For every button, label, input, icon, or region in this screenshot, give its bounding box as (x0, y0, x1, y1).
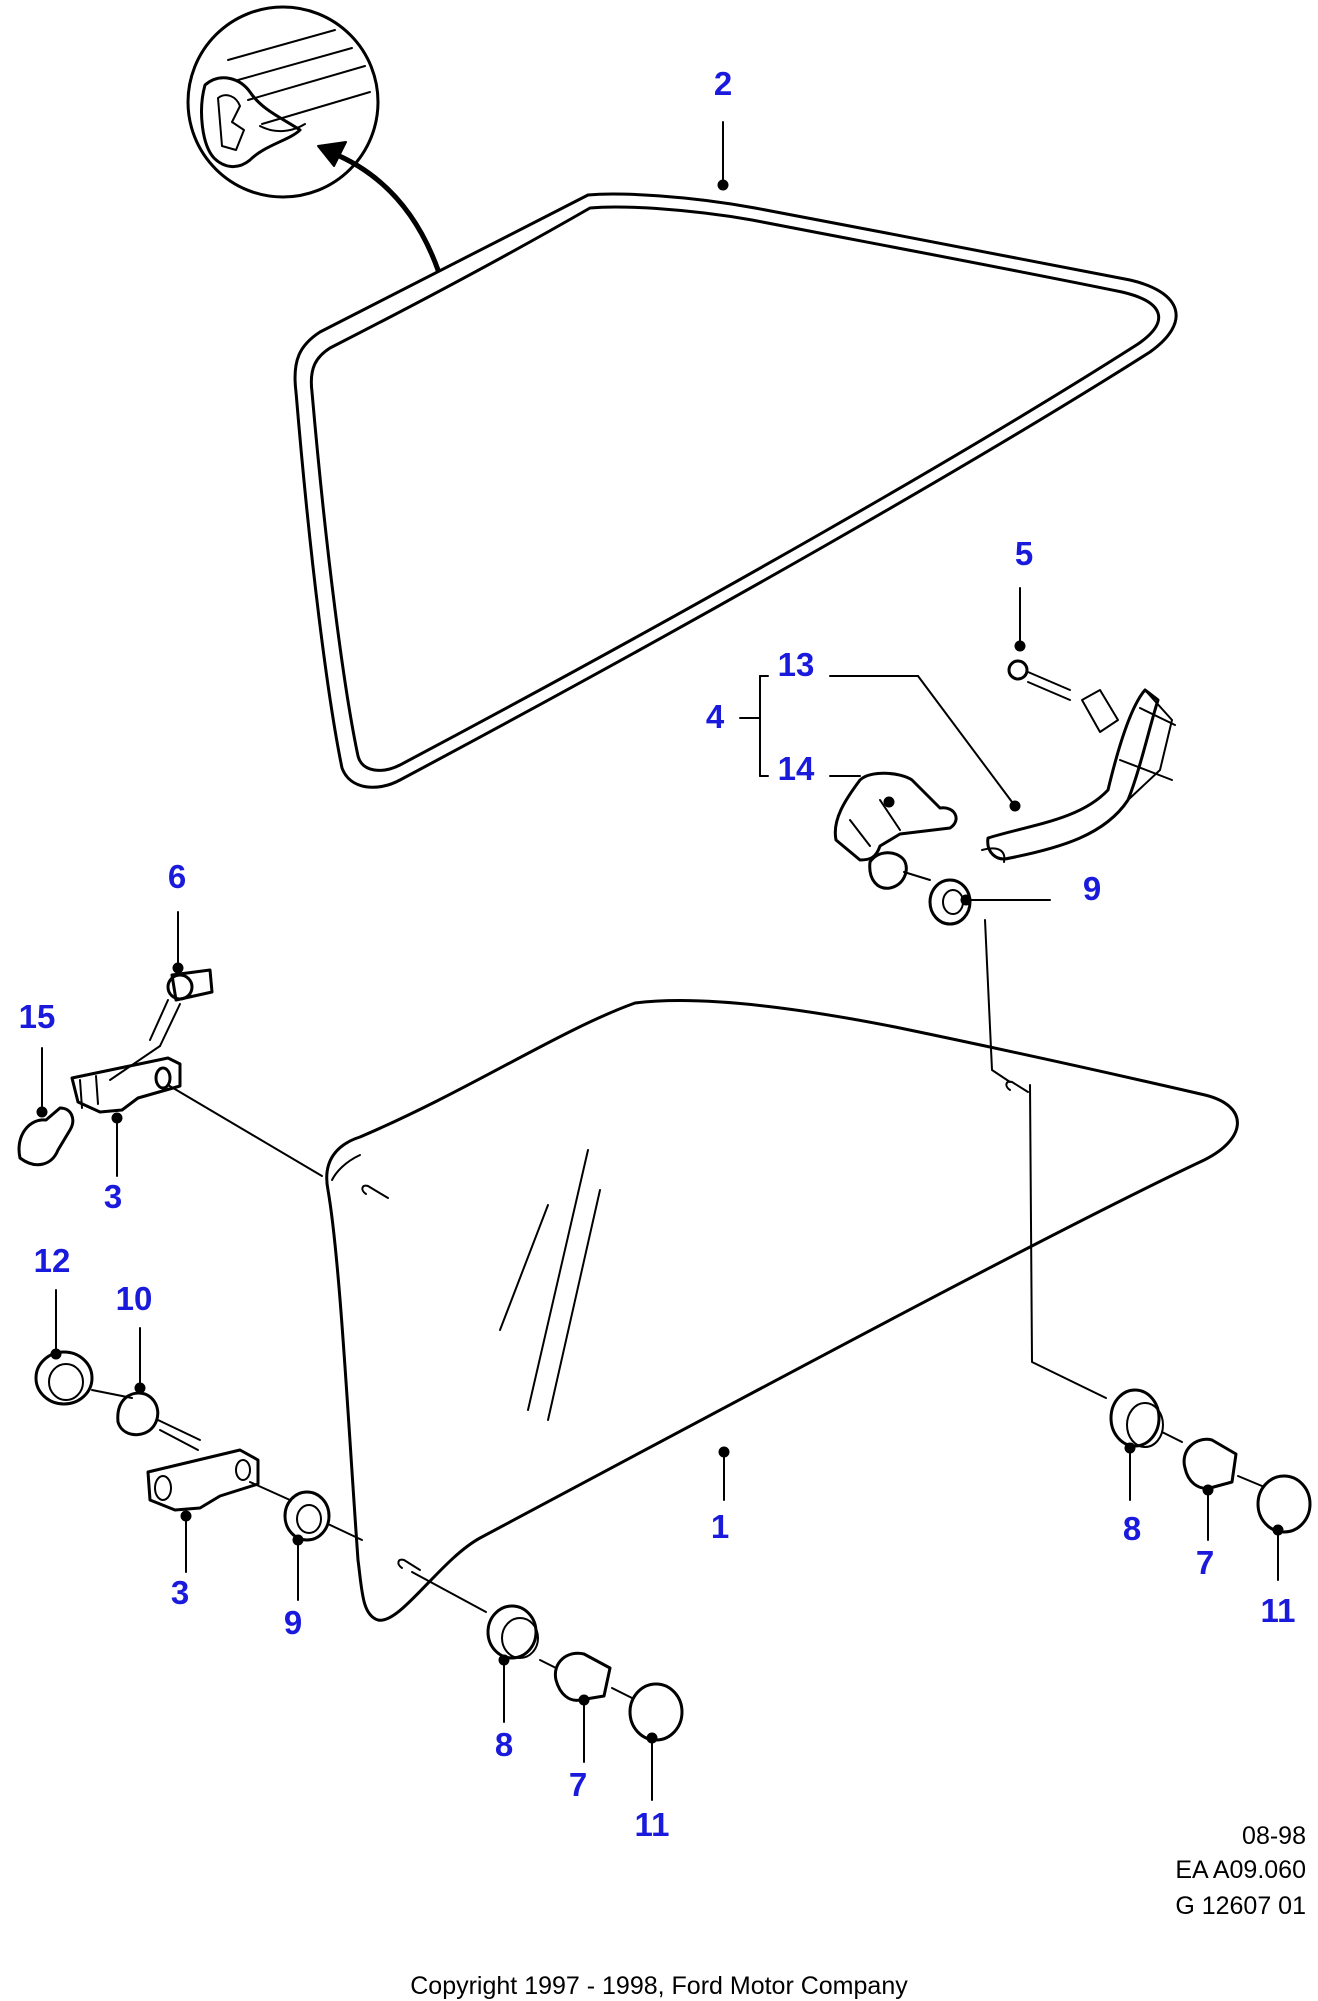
callout-14: 14 (778, 750, 815, 787)
callout-8: 8 (1123, 1510, 1141, 1547)
callout-1: 1 (711, 1508, 729, 1545)
callout-11: 11 (635, 1806, 670, 1843)
glass-panel (325, 999, 1239, 1622)
lower-left-hardware (34, 1289, 363, 1601)
callout-12: 12 (34, 1242, 71, 1279)
callout-11: 11 (1261, 1592, 1296, 1629)
callout-15: 15 (19, 998, 56, 1035)
hinge-assembly (739, 587, 1176, 1083)
callout-3: 3 (171, 1574, 189, 1611)
callout-6: 6 (168, 858, 186, 895)
callout-7: 7 (1196, 1544, 1214, 1581)
callout-2: 2 (714, 65, 732, 102)
reference-code: EA A09.060 (1175, 1856, 1306, 1884)
callout-3: 3 (104, 1178, 122, 1215)
weatherstrip-seal (293, 121, 1178, 789)
upper-left-hardware (17, 911, 323, 1177)
reference-id: G 12607 01 (1175, 1892, 1306, 1920)
callout-9: 9 (1083, 870, 1101, 907)
callout-labels: 1 2 3 3 4 5 6 7 7 8 8 9 9 10 11 11 12 13… (19, 65, 1296, 1843)
callout-4: 4 (706, 698, 725, 735)
right-hardware (1029, 1084, 1312, 1581)
callout-5: 5 (1015, 535, 1033, 572)
callout-8: 8 (495, 1726, 513, 1763)
lower-middle-hardware (411, 1571, 684, 1801)
callout-10: 10 (116, 1280, 153, 1317)
callout-13: 13 (778, 646, 815, 683)
callout-7: 7 (569, 1766, 587, 1803)
seal-profile-detail (186, 5, 441, 273)
callout-9: 9 (284, 1604, 302, 1641)
reference-date: 08-98 (1242, 1822, 1306, 1850)
copyright-notice: Copyright 1997 - 1998, Ford Motor Compan… (410, 1972, 908, 2000)
